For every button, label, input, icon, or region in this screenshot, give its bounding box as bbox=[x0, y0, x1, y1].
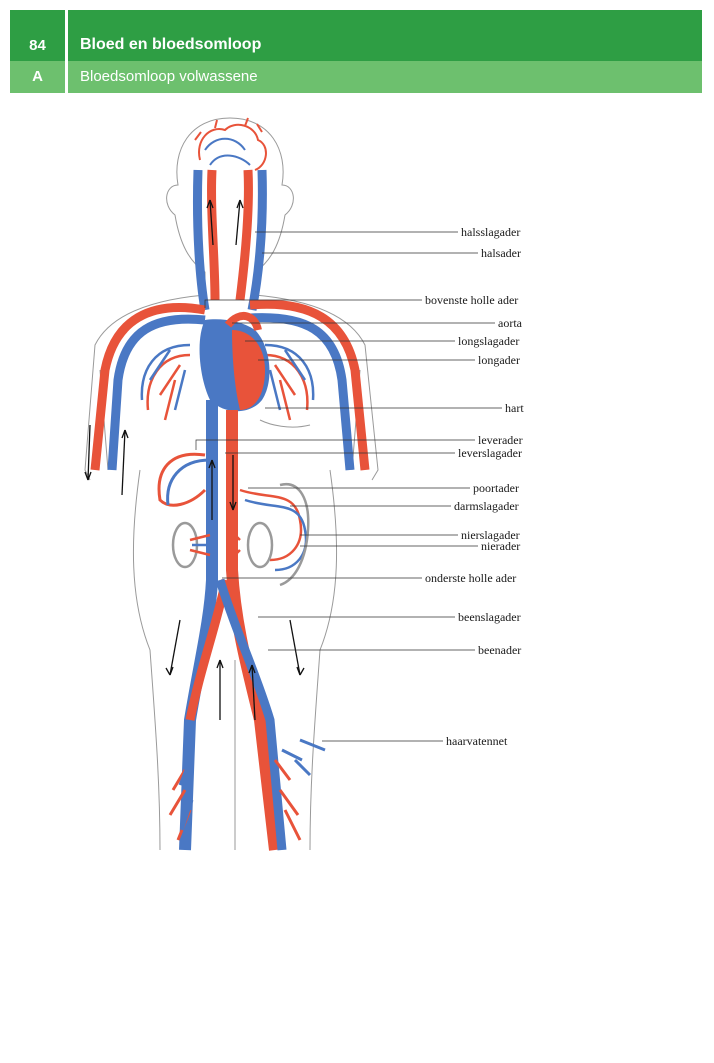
label-longader: longader bbox=[478, 353, 520, 367]
page-header: 84 Bloed en bloedsomloop A Bloedsomloop … bbox=[10, 10, 702, 93]
section-title: Bloedsomloop volwassene bbox=[80, 68, 258, 85]
label-onderste-holle-ader: onderste holle ader bbox=[425, 571, 517, 585]
vein-jugular-right bbox=[192, 169, 210, 311]
label-aorta: aorta bbox=[498, 316, 522, 330]
leader-lines bbox=[195, 231, 502, 742]
label-bovenste-holle-ader: bovenste holle ader bbox=[425, 293, 519, 307]
flow-arrows bbox=[84, 199, 305, 721]
label-haarvatennet: haarvatennet bbox=[446, 734, 508, 748]
artery-arm-right bbox=[90, 303, 206, 471]
leader-line-bovenste-holle-ader bbox=[204, 299, 422, 308]
label-poortader: poortader bbox=[473, 481, 519, 495]
leader-line-leverader bbox=[195, 439, 475, 450]
label-longslagader: longslagader bbox=[458, 334, 520, 348]
label-nierader: nierader bbox=[481, 539, 521, 553]
vein-jugular-left bbox=[247, 169, 267, 311]
liver bbox=[157, 452, 211, 507]
page-number: 84 bbox=[29, 37, 46, 54]
header-section-bar bbox=[10, 61, 702, 93]
label-beenslagader: beenslagader bbox=[458, 610, 521, 624]
vein-arm-right bbox=[107, 314, 206, 471]
section-letter: A bbox=[32, 68, 43, 85]
label-hart: hart bbox=[505, 401, 524, 415]
label-leverader: leverader bbox=[478, 433, 523, 447]
chapter-title: Bloed en bloedsomloop bbox=[80, 36, 262, 53]
label-beenader: beenader bbox=[478, 643, 522, 657]
vein-arm-left bbox=[249, 313, 355, 471]
kidneys bbox=[171, 521, 274, 569]
vein-vena-cava-inferior bbox=[179, 400, 218, 851]
header-divider bbox=[65, 10, 68, 93]
label-darmslagader: darmslagader bbox=[454, 499, 519, 513]
label-halsader: halsader bbox=[481, 246, 521, 260]
heart bbox=[199, 312, 270, 412]
artery-arm-left bbox=[249, 299, 370, 471]
label-halsslagader: halsslagader bbox=[461, 225, 521, 239]
leg-capillaries bbox=[168, 738, 326, 841]
label-nierslagader: nierslagader bbox=[461, 528, 520, 542]
lungs bbox=[140, 343, 315, 421]
header-chapter-bar bbox=[10, 10, 702, 61]
intestines bbox=[239, 482, 310, 587]
vein-leg-left bbox=[215, 578, 287, 851]
head-capillaries bbox=[194, 117, 267, 171]
artery-carotid-left bbox=[235, 169, 253, 301]
label-leverslagader: leverslagader bbox=[458, 446, 522, 460]
